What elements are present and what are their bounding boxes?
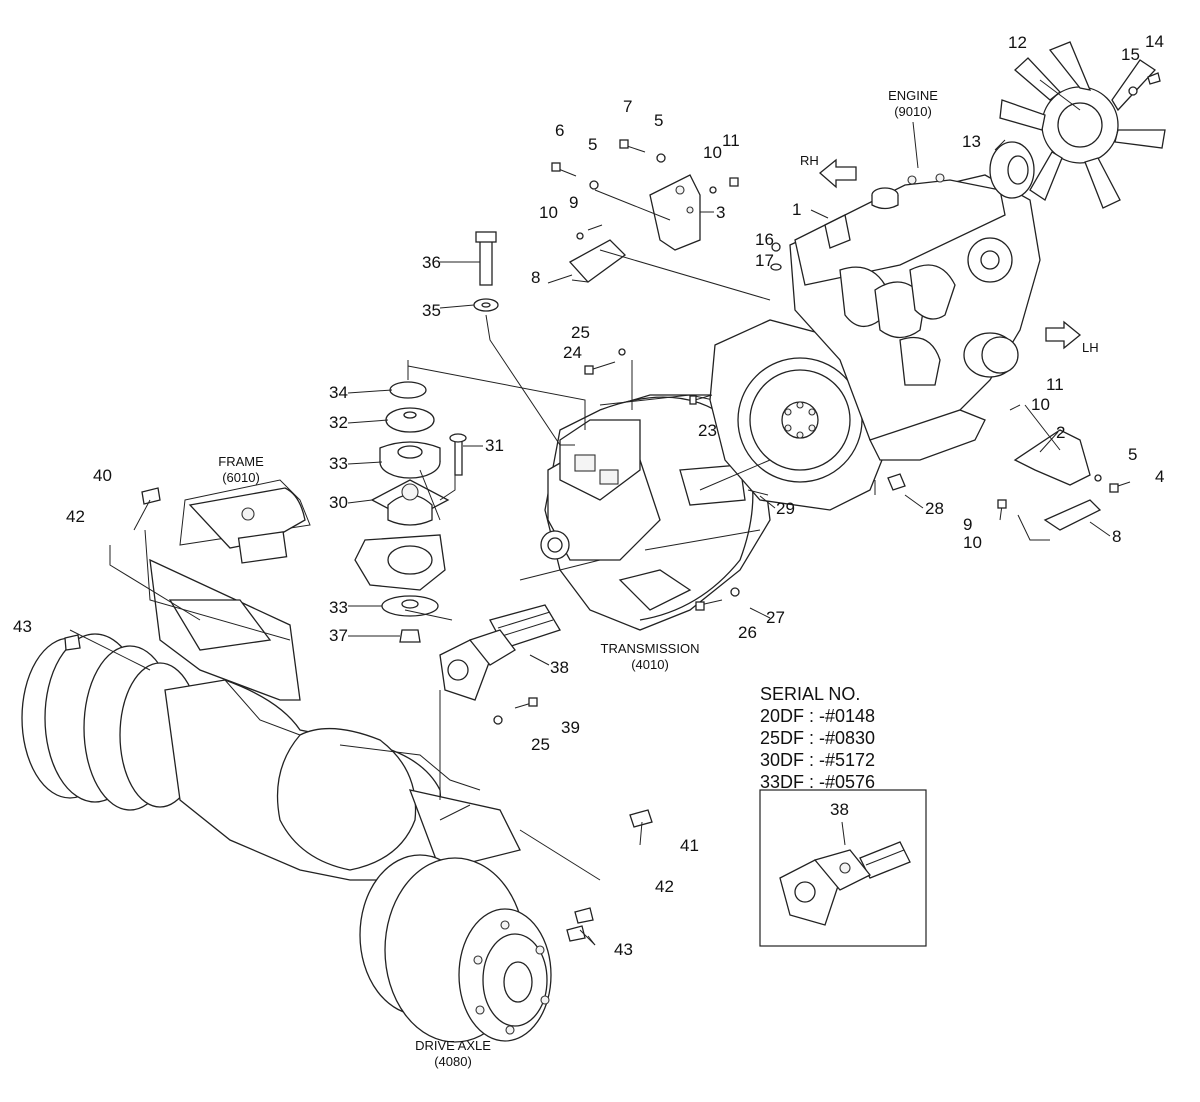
engine-label: ENGINE <box>888 88 938 103</box>
serial-entry: 33DF : -#0576 <box>760 772 875 792</box>
callout: 8 <box>531 268 540 287</box>
callout: 37 <box>329 626 348 645</box>
frame-drawing <box>144 479 311 641</box>
serial-entry: 25DF : -#0830 <box>760 728 875 748</box>
mount-stack-drawing <box>354 231 499 643</box>
callout: 43 <box>13 617 32 636</box>
callout: 25 <box>571 323 590 342</box>
fan-drawing <box>999 41 1166 209</box>
callout: 29 <box>776 499 795 518</box>
callout: 12 <box>1008 33 1027 52</box>
callout: 9 <box>569 193 578 212</box>
callout: 32 <box>329 413 348 432</box>
callout: 23 <box>698 421 717 440</box>
callout: 5 <box>588 135 597 154</box>
callout: 13 <box>962 132 981 151</box>
callout: 31 <box>485 436 504 455</box>
lh-arrow-label: LH <box>1082 340 1099 355</box>
callout: 3 <box>716 203 725 222</box>
direction-arrows: RH LH <box>800 153 1099 355</box>
callout: 42 <box>655 877 674 896</box>
transmission-code: (4010) <box>631 657 669 672</box>
serial-entry: 20DF : -#0148 <box>760 706 875 726</box>
callout: 4 <box>1155 467 1164 486</box>
frame-code: (6010) <box>222 470 260 485</box>
callout: 42 <box>66 507 85 526</box>
frame-label: FRAME <box>218 454 264 469</box>
serial-number-panel: SERIAL NO. 20DF : -#0148 25DF : -#0830 3… <box>759 684 927 947</box>
lh-arrow-icon <box>1045 320 1082 350</box>
engine-code: (9010) <box>894 104 932 119</box>
callout: 39 <box>561 718 580 737</box>
rh-arrow-icon <box>818 158 857 189</box>
callout: 41 <box>680 836 699 855</box>
callout: 24 <box>563 343 582 362</box>
callout: 10 <box>539 203 558 222</box>
callout: 11 <box>1046 375 1064 394</box>
drive-axle-code: (4080) <box>434 1054 472 1069</box>
callout: 2 <box>1056 423 1065 442</box>
callout: 14 <box>1145 32 1164 51</box>
callout: 7 <box>623 97 632 116</box>
transmission-drawing <box>540 394 771 631</box>
callout-numbers: 1 2 3 4 5 5 5 6 7 8 8 9 9 10 10 10 10 11… <box>13 32 1164 959</box>
callout: 27 <box>766 608 785 627</box>
callout: 10 <box>963 533 982 552</box>
callout: 10 <box>1031 395 1050 414</box>
callout: 33 <box>329 454 348 473</box>
transmission-label: TRANSMISSION <box>601 641 700 656</box>
bracket-drawing <box>568 174 1102 531</box>
callout: 8 <box>1112 527 1121 546</box>
callout: 28 <box>925 499 944 518</box>
serial-title: SERIAL NO. <box>760 684 860 704</box>
callout: 16 <box>755 230 774 249</box>
assembly-labels: ENGINE (9010) FRAME (6010) TRANSMISSION … <box>218 88 938 1069</box>
fastener-drawing <box>64 72 1161 942</box>
callout: 17 <box>755 251 774 270</box>
callout: 35 <box>422 301 441 320</box>
callout: 25 <box>531 735 550 754</box>
drive-shaft-drawing <box>439 604 561 701</box>
callout: 15 <box>1121 45 1140 64</box>
callout: 33 <box>329 598 348 617</box>
callout: 30 <box>329 493 348 512</box>
serial-entry: 30DF : -#5172 <box>760 750 875 770</box>
callout: 1 <box>792 200 801 219</box>
engine-drawing <box>709 141 1041 511</box>
callout: 5 <box>654 111 663 130</box>
callout: 26 <box>738 623 757 642</box>
drive-axle-label: DRIVE AXLE <box>415 1038 491 1053</box>
detail-inset-box <box>759 789 927 947</box>
callout: 36 <box>422 253 441 272</box>
callout: 40 <box>93 466 112 485</box>
leader-lines <box>69 79 1081 881</box>
callout: 10 <box>703 143 722 162</box>
callout: 6 <box>555 121 564 140</box>
callout: 34 <box>329 383 348 402</box>
callout: 38 <box>550 658 569 677</box>
detail-callout: 38 <box>830 800 849 819</box>
callout: 43 <box>614 940 633 959</box>
rh-arrow-label: RH <box>800 153 819 168</box>
callout-leaders <box>347 139 1111 946</box>
callout: 5 <box>1128 445 1137 464</box>
callout: 9 <box>963 515 972 534</box>
callout: 11 <box>722 131 740 150</box>
drive-axle-drawing <box>21 558 552 1043</box>
